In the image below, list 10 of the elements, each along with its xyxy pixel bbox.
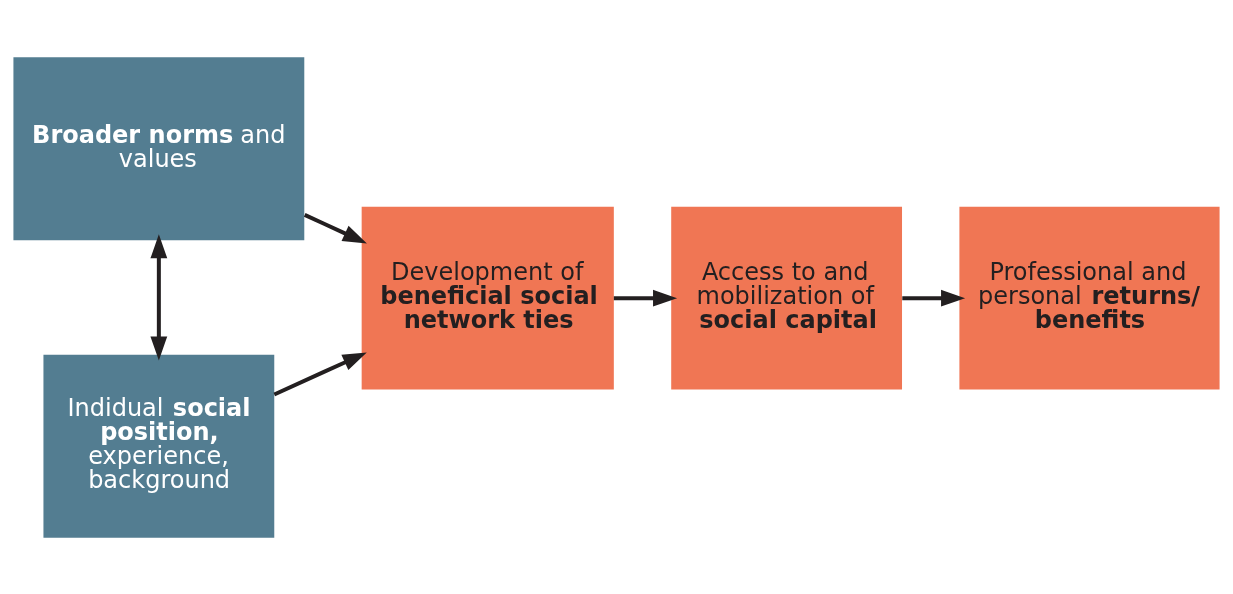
arrow [902,289,966,307]
arrow [303,212,367,243]
arrow [613,289,678,307]
node-box: Indidual social position, experience, background [43,354,275,538]
node-box: Professional and personal returns/ benefits [959,206,1220,390]
node-box: Broader norms and values [13,56,305,240]
arrow [273,352,367,396]
arrow [150,233,168,360]
node-box: Development of beneficial social network ties [361,206,614,390]
node-box: Access to and mobilization of social capital [671,206,903,390]
